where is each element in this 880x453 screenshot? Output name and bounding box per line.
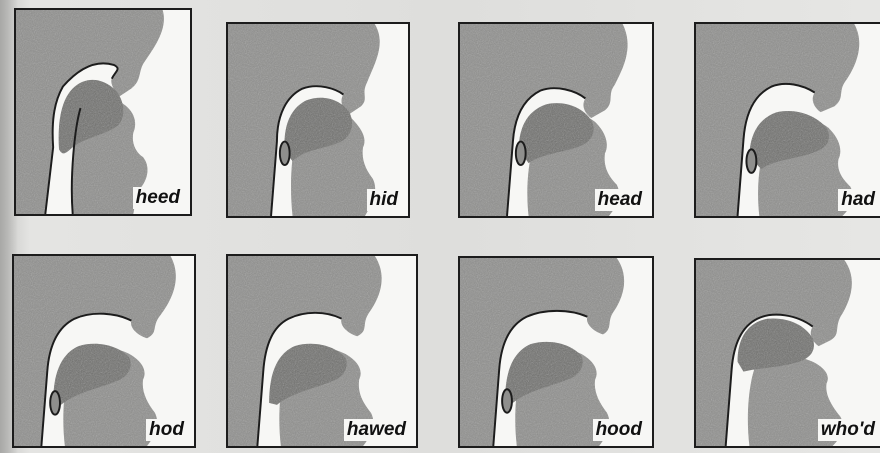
vocal-tract-hawed [228,256,416,446]
vowel-diagram-hod: hod [12,254,196,448]
word-label-hawed: hawed [344,419,409,441]
vocal-tract-hood [460,258,652,446]
word-label-whod: who'd [818,419,878,441]
vowel-diagram-had: had [694,22,880,218]
vocal-tract-heed [16,10,190,214]
vowel-diagram-whod: who'd [694,258,880,448]
word-label-hod: hod [146,419,187,441]
word-label-heed: heed [133,187,183,209]
word-label-hid: hid [367,189,402,211]
vowel-diagram-head: head [458,22,654,218]
word-label-hood: hood [593,419,645,441]
vowel-diagram-heed: heed [14,8,192,216]
vocal-tract-hid [228,24,408,216]
vocal-tract-hod [14,256,194,446]
word-label-head: head [595,189,645,211]
vocal-tract-had [696,24,880,216]
vowel-diagram-hid: hid [226,22,410,218]
vocal-tract-head [460,24,652,216]
vowel-diagram-hawed: hawed [226,254,418,448]
vowel-diagram-hood: hood [458,256,654,448]
word-label-had: had [838,189,878,211]
